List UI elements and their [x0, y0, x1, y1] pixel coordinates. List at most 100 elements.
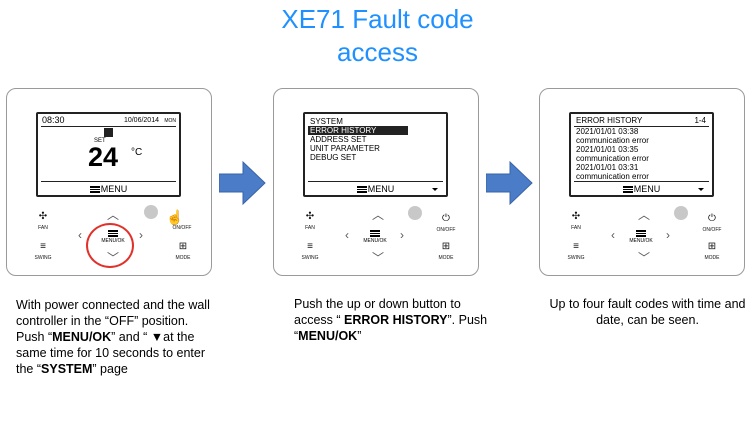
swing-label: SWING: [301, 255, 319, 261]
caption-bold: SYSTEM: [41, 362, 93, 376]
menu-icon: [636, 230, 646, 237]
temperature-unit: °C: [131, 147, 143, 158]
swing-icon[interactable]: ≡: [307, 241, 313, 252]
controller-screen-home: 08:30 10/06/2014 MON SET 24 °C MENU: [36, 112, 181, 197]
error-history-page: 1-4: [694, 116, 706, 125]
menu-item-error-history[interactable]: ERROR HISTORY: [308, 126, 408, 135]
set-label: SET: [94, 138, 106, 144]
clock-day: MON: [164, 118, 176, 124]
on-off-label: ON/OFF: [172, 225, 192, 231]
error-entry-datetime: 2021/01/01 03:38: [576, 127, 639, 136]
error-history-title: ERROR HISTORY: [576, 116, 643, 125]
menu-label: MENU: [633, 184, 661, 194]
menu-item-unit-parameter[interactable]: UNIT PARAMETER: [310, 144, 380, 153]
menu-ok-label: MENU/OK: [363, 238, 387, 244]
up-button-icon[interactable]: ︿: [638, 208, 651, 222]
fan-icon[interactable]: ✣: [305, 211, 315, 222]
on-off-label: ON/OFF: [436, 227, 456, 233]
controller-panel-system: SYSTEM ERROR HISTORY ADDRESS SET UNIT PA…: [273, 88, 479, 276]
clock-date: 10/06/2014: [123, 117, 159, 124]
indicator-light: [674, 206, 688, 220]
indicator-light: [408, 206, 422, 220]
up-button-icon[interactable]: ︿: [107, 208, 120, 222]
right-button-icon[interactable]: ›: [666, 228, 670, 242]
on-off-label: ON/OFF: [702, 227, 722, 233]
menu-icon: [89, 186, 100, 194]
fan-label: FAN: [571, 225, 581, 231]
menu-label: MENU: [100, 184, 128, 194]
scroll-down-icon: [432, 188, 438, 191]
caption-text: Push the up or down button to access “: [294, 297, 461, 327]
step2-caption: Push the up or down button to access “ E…: [294, 296, 494, 344]
menu-icon: [370, 230, 380, 237]
caption-text: ”. Push “: [294, 313, 488, 343]
left-button-icon[interactable]: ‹: [345, 228, 349, 242]
fan-icon[interactable]: ✣: [38, 211, 48, 222]
error-entry-message: communication error: [576, 136, 649, 145]
error-entry-message: communication error: [576, 154, 649, 163]
clock-time: 08:30: [42, 115, 65, 125]
fan-icon[interactable]: ✣: [571, 211, 581, 222]
menu-item-address-set[interactable]: ADDRESS SET: [310, 135, 367, 144]
error-entry-datetime: 2021/01/01 03:31: [576, 163, 639, 172]
caption-text: With power connected and the wall contro…: [16, 298, 210, 344]
fan-label: FAN: [38, 225, 48, 231]
down-button-icon[interactable]: ﹀: [638, 251, 651, 265]
mode-label: MODE: [438, 255, 454, 261]
menu-ok-label: MENU/OK: [629, 238, 653, 244]
power-icon[interactable]: ⏻: [442, 213, 450, 224]
caption-text: ” and “ ▼at the same time for 10 seconds…: [16, 330, 205, 376]
swing-icon[interactable]: ≡: [573, 241, 579, 252]
menu-item-system: SYSTEM: [310, 117, 343, 126]
set-temperature: 24: [88, 142, 119, 172]
right-button-icon[interactable]: ›: [400, 228, 404, 242]
caption-bold: MENU/OK: [298, 329, 358, 343]
up-button-icon[interactable]: ︿: [372, 208, 385, 222]
caption-bold: MENU/OK: [52, 330, 112, 344]
error-entry-message: communication error: [576, 172, 649, 181]
screen-menu-label: MENU: [571, 184, 712, 194]
error-entry-datetime: 2021/01/01 03:35: [576, 145, 639, 154]
highlight-circle: [86, 223, 134, 268]
swing-label: SWING: [567, 255, 585, 261]
mode-icon[interactable]: ⊞: [707, 241, 717, 252]
indicator-light: [144, 205, 158, 219]
mode-icon[interactable]: ⊞: [441, 241, 451, 252]
left-button-icon[interactable]: ‹: [78, 228, 82, 242]
scroll-down-icon: [698, 188, 704, 191]
screen-divider: [574, 181, 709, 182]
mode-label: MODE: [175, 255, 191, 261]
left-button-icon[interactable]: ‹: [611, 228, 615, 242]
screen-menu-label: MENU: [305, 184, 446, 194]
menu-ok-button[interactable]: MENU/OK: [363, 230, 387, 244]
screen-divider: [41, 181, 176, 182]
screen-divider: [41, 126, 176, 127]
mode-label: MODE: [704, 255, 720, 261]
caption-text: ”: [357, 329, 362, 343]
mode-icon[interactable]: ⊞: [178, 241, 188, 252]
finger-press-icon: ☝: [166, 209, 184, 225]
step1-caption: With power connected and the wall contro…: [16, 297, 216, 377]
menu-label: MENU: [367, 184, 395, 194]
menu-icon: [622, 186, 633, 194]
screen-menu-label: MENU: [38, 184, 179, 194]
controller-screen-error-history: ERROR HISTORY 1-4 2021/01/01 03:38 commu…: [569, 112, 714, 197]
flow-arrow-2: [486, 160, 533, 206]
menu-icon: [356, 186, 367, 194]
power-icon[interactable]: ⏻: [708, 213, 716, 224]
caption-bold: ERROR HISTORY: [344, 313, 448, 327]
menu-item-debug-set[interactable]: DEBUG SET: [310, 153, 357, 162]
diagram-title-line1: XE71 Fault code: [281, 4, 474, 34]
right-button-icon[interactable]: ›: [139, 228, 143, 242]
caption-text: ” page: [92, 362, 128, 376]
menu-ok-button[interactable]: MENU/OK: [629, 230, 653, 244]
swing-label: SWING: [34, 255, 52, 261]
screen-divider: [574, 126, 709, 127]
controller-panel-error-history: ERROR HISTORY 1-4 2021/01/01 03:38 commu…: [539, 88, 745, 276]
swing-icon[interactable]: ≡: [40, 241, 46, 252]
flow-arrow-1: [219, 160, 266, 206]
step3-caption: Up to four fault codes with time and dat…: [549, 297, 746, 327]
diagram-title-line2: access: [337, 37, 418, 67]
fan-label: FAN: [305, 225, 315, 231]
down-button-icon[interactable]: ﹀: [372, 251, 385, 265]
